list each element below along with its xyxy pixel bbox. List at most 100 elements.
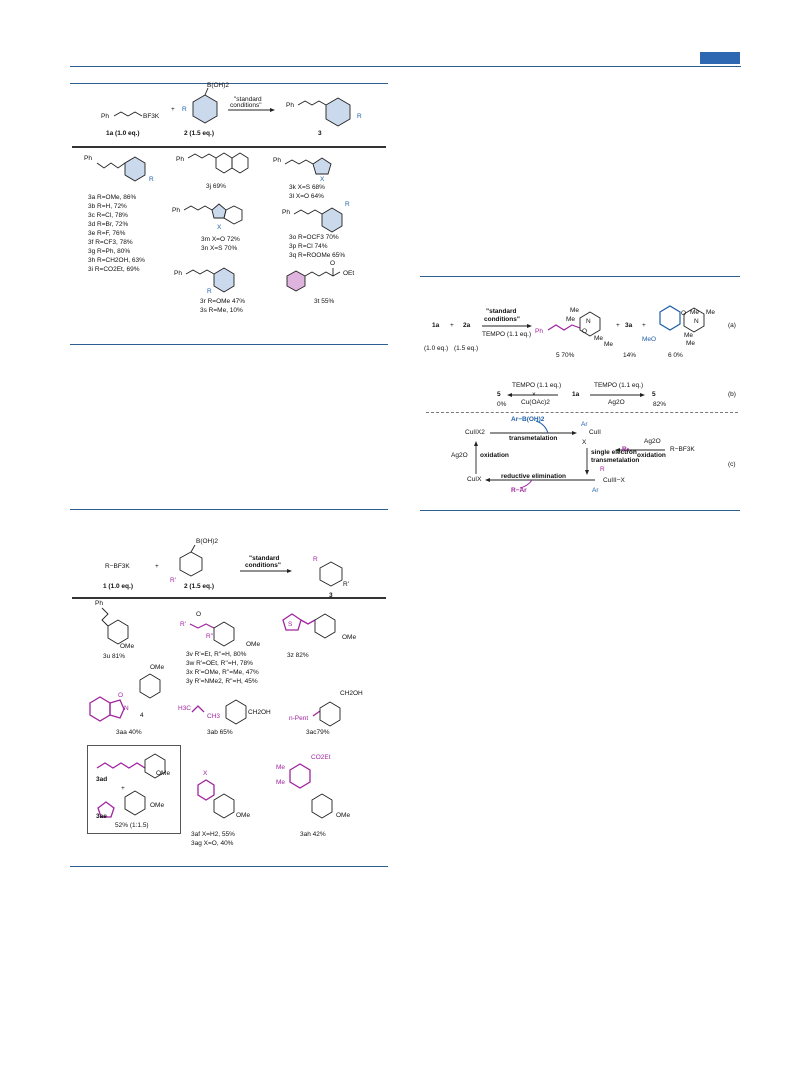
s3a-me3: Me: [594, 335, 604, 342]
scheme3-bottom-rule: [420, 510, 740, 511]
s1-col1-r: R: [149, 176, 154, 183]
s3a-me1: Me: [570, 307, 580, 314]
s1-col1-ph: Ph: [84, 155, 92, 162]
s1-3r-lbl: 3r R=OMe 47%: [200, 298, 245, 305]
s1-prod-ph: Ph: [286, 102, 294, 109]
s2-lbl-2: 2 (1.5 eq.): [184, 583, 214, 590]
s3c-ar1: Ar: [581, 421, 588, 428]
s3b-cross: ×: [532, 391, 536, 398]
s3c-r-bf3k: R−BF3K: [670, 446, 695, 453]
s3c-trans2: transmetalation: [591, 457, 640, 464]
s2-3ah-lbl: 3ah 42%: [300, 831, 326, 838]
s1-3l-lbl: 3l X=O 64%: [289, 193, 324, 200]
s2-3u-lbl: 3u 81%: [103, 653, 126, 660]
s3a-arrow-top: "standard: [486, 308, 517, 315]
scheme2-mid-rule: [72, 597, 386, 599]
s2-arrow-top: "standard: [249, 555, 280, 562]
s2-3ac-lbl: 3ac79%: [306, 729, 330, 736]
s3a-me6d: Me: [686, 340, 696, 347]
s1-r: R: [182, 106, 187, 113]
s2-3ae-lbl: 3ae: [96, 813, 107, 820]
s3a-3a: 3a: [625, 322, 633, 329]
s1-3t-o: O: [330, 260, 336, 267]
scheme1-mid-rule: [72, 146, 386, 148]
s2-3v-r2: R'': [206, 633, 214, 640]
s2-3v-ome: OMe: [246, 641, 261, 648]
s1-entry-3a: 3a R=OMe, 86%: [88, 194, 137, 201]
s3c-oxidation-left: oxidation: [480, 452, 509, 459]
s3b-right-yield: 82%: [653, 401, 667, 408]
s3a-me6b: Me: [706, 309, 716, 316]
s2-3ah-co2et: CO2Et: [311, 754, 331, 761]
s3a-n: N: [586, 318, 591, 325]
s3c-r-dot: R•: [622, 446, 629, 453]
s2-3u-ome: OMe: [120, 643, 135, 650]
s3c-x1: X: [582, 439, 587, 446]
s3a-lbl3a: 14%: [623, 352, 637, 359]
s3a-eq-1a: (1.0 eq.): [424, 345, 449, 352]
s2-lbl-1: 1 (1.0 eq.): [103, 583, 133, 590]
s2-3ae-ome: OMe: [150, 802, 165, 809]
s3c-ag2o-left: Ag2O: [451, 452, 468, 459]
s1-3m-x: X: [217, 224, 222, 231]
s2-3aa-n: N: [124, 705, 129, 712]
s3c-single: single electron: [591, 449, 637, 456]
s3a-meo: MeO: [642, 336, 657, 343]
s3b-left-bottom: Cu(OAc)2: [521, 399, 550, 406]
s1-boronic: B(OH)2: [207, 82, 230, 89]
s2-box-plus: +: [121, 785, 125, 792]
s3c-cu1x: CuIX: [467, 476, 482, 483]
s2-3ad-ome: OMe: [156, 770, 171, 777]
s1-entry-3g: 3g R=Ph, 80%: [88, 248, 131, 255]
s2-3aa-lbl: 3aa 40%: [116, 729, 142, 736]
s1-entry-3e: 3e R=F, 76%: [88, 230, 126, 237]
s3a-ph: Ph: [535, 328, 543, 335]
s2-3v-r1: R': [180, 621, 186, 628]
s1-reagent-ph: Ph: [101, 113, 109, 120]
s2-lbl-3: 3: [329, 592, 333, 599]
s3b-tag: (b): [728, 391, 736, 398]
s3a-1a: 1a: [432, 322, 440, 329]
s3a-plus3: +: [642, 322, 646, 329]
s1-3k-lbl: 3k X=S 68%: [289, 184, 325, 191]
s3a-2a: 2a: [463, 322, 471, 329]
s3a-eq-2a: (1.5 eq.): [454, 345, 479, 352]
s2-3af-lbl: 3af X=H2, 55%: [191, 831, 235, 838]
s1-arrow-bottom: conditions": [230, 102, 262, 109]
s2-3ab-ch2oh: CH2OH: [248, 709, 271, 716]
s2-3u-ph: Ph: [95, 600, 103, 607]
s1-3o-ph: Ph: [282, 209, 290, 216]
s2-3w-lbl: 3w R'=OEt, R''=H, 78%: [186, 660, 253, 667]
s2-3ab-lbl: 3ab 65%: [207, 729, 233, 736]
s3a-me6c: Me: [684, 332, 694, 339]
s1-3q-lbl: 3q R=ROOMe 65%: [289, 252, 346, 259]
s3b-left-top: TEMPO (1.1 eq.): [512, 382, 562, 389]
s2-prod-rp: R': [343, 581, 349, 588]
s2-3af-x: X: [203, 770, 208, 777]
s3b-left-yield: 0%: [497, 401, 507, 408]
s1-lbl-2: 2 (1.5 eq.): [184, 130, 214, 137]
s3a-o: O: [582, 328, 588, 335]
s3c-r-ar: R−Ar: [511, 487, 527, 494]
s1-entry-3h: 3h R=CH2OH, 63%: [88, 257, 145, 264]
s3a-me4: Me: [604, 341, 614, 348]
s1-3n-lbl: 3n X=S 70%: [201, 245, 238, 252]
s2-arrow-bottom: conditions": [245, 562, 281, 569]
s1-entry-3d: 3d R=Br, 72%: [88, 221, 129, 228]
s3a-me2: Me: [566, 316, 576, 323]
s3c-r2: R: [600, 466, 605, 473]
s1-3m-ph: Ph: [172, 207, 180, 214]
header-rule: [70, 66, 741, 67]
header-tab: [700, 52, 740, 64]
s3c-red-elim: reductive elimination: [501, 473, 567, 480]
s2-3ac-ch2oh: CH2OH: [340, 690, 363, 697]
s2-3ah-ome: OMe: [336, 812, 351, 819]
s1-entry-3f: 3f R=CF3, 78%: [88, 239, 133, 246]
s2-3ah-me2: Me: [276, 779, 286, 786]
s1-3k-ph: Ph: [273, 157, 281, 164]
s2-3z-lbl: 3z 82%: [287, 652, 309, 659]
